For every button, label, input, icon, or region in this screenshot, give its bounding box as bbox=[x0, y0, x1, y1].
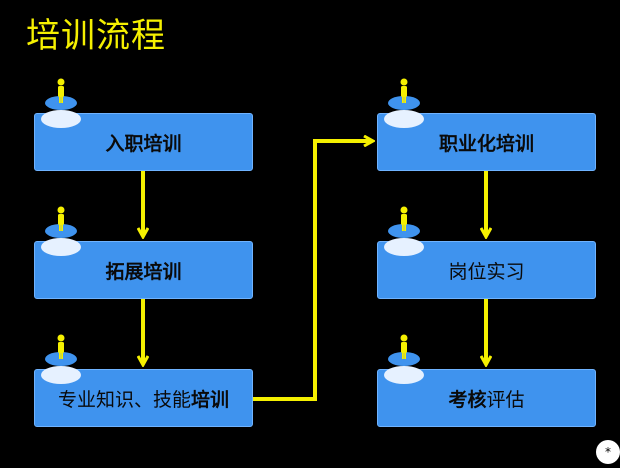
step-label: 入职培训 bbox=[105, 129, 181, 156]
arrow-professional-to-career bbox=[252, 141, 372, 401]
step-label: 岗位实习 bbox=[448, 257, 524, 284]
person-icon bbox=[39, 75, 83, 131]
step-label: 专业知识、技能培训 bbox=[58, 385, 229, 412]
person-icon bbox=[382, 203, 426, 259]
step-label-part: 入职培训 bbox=[105, 132, 182, 155]
corner-badge: * bbox=[596, 440, 620, 464]
step-label: 拓展培训 bbox=[105, 257, 181, 284]
person-icon bbox=[39, 203, 83, 259]
person-icon bbox=[382, 75, 426, 131]
step-label-part: 拓展培训 bbox=[105, 260, 182, 283]
step-box-career: 职业化培训 bbox=[377, 113, 596, 171]
step-label-part: 职业化培训 bbox=[438, 132, 534, 155]
step-box-expansion: 拓展培训 bbox=[34, 241, 253, 299]
step-label-part: 岗位实习 bbox=[448, 260, 525, 283]
step-label-part: 考核 bbox=[448, 388, 487, 411]
step-label: 考核评估 bbox=[448, 385, 524, 412]
step-label-part: 培训 bbox=[191, 388, 230, 411]
person-icon bbox=[39, 331, 83, 387]
step-label-part: 评估 bbox=[486, 388, 525, 411]
person-icon bbox=[382, 331, 426, 387]
step-label: 职业化培训 bbox=[439, 129, 534, 156]
step-box-onboarding: 入职培训 bbox=[34, 113, 253, 171]
page-title: 培训流程 bbox=[26, 16, 166, 56]
step-label-part: 专业知识、技能 bbox=[57, 388, 191, 411]
